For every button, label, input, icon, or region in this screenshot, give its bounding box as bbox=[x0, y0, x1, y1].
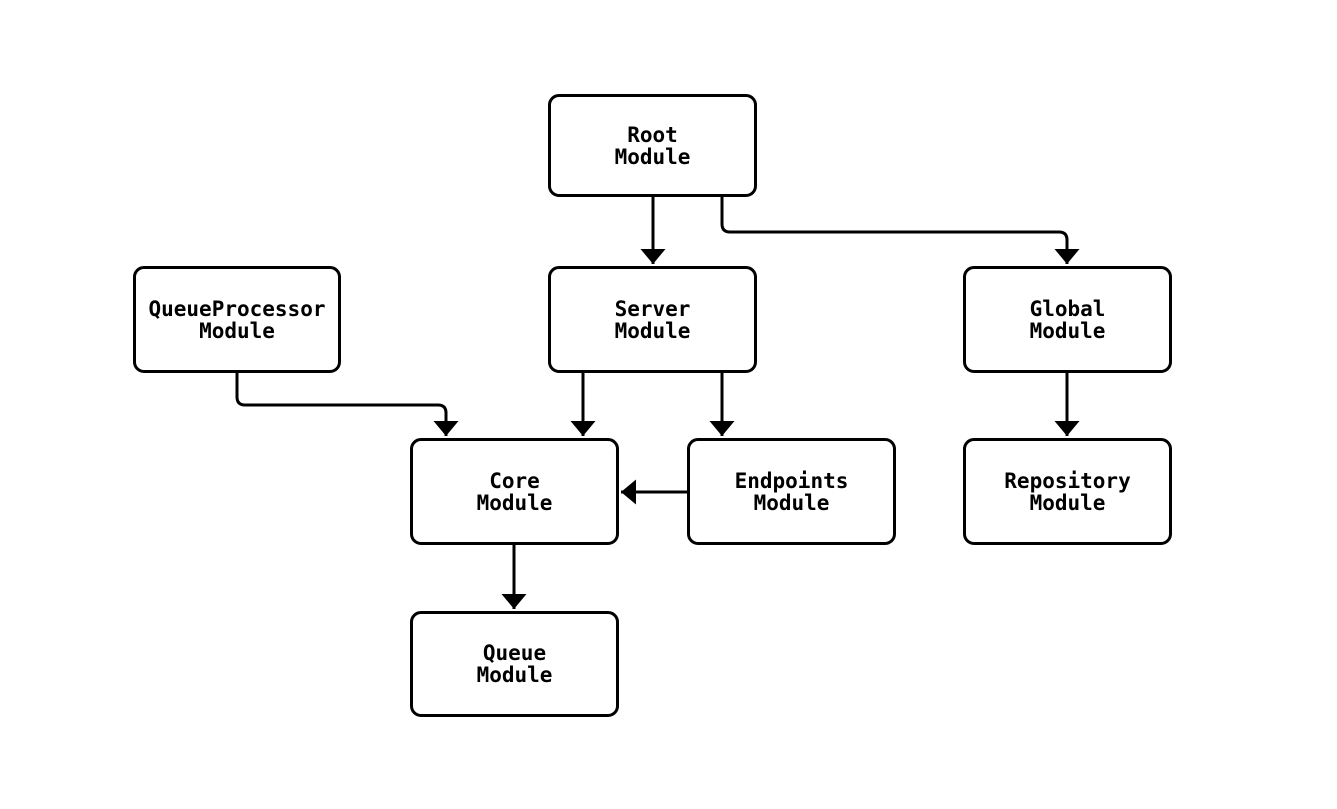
node-global-module: Global Module bbox=[963, 266, 1172, 373]
node-core-module: Core Module bbox=[410, 438, 619, 545]
node-server-module: Server Module bbox=[548, 266, 757, 373]
node-queue-module: Queue Module bbox=[410, 611, 619, 717]
edge-queueprocessor-to-core bbox=[235, 373, 459, 436]
edge-root-to-global bbox=[720, 197, 1080, 264]
node-endpoints-module: Endpoints Module bbox=[687, 438, 896, 545]
node-repository-module: Repository Module bbox=[963, 438, 1172, 545]
node-queueprocessor-module: QueueProcessor Module bbox=[133, 266, 341, 373]
node-root-module: Root Module bbox=[548, 94, 757, 197]
